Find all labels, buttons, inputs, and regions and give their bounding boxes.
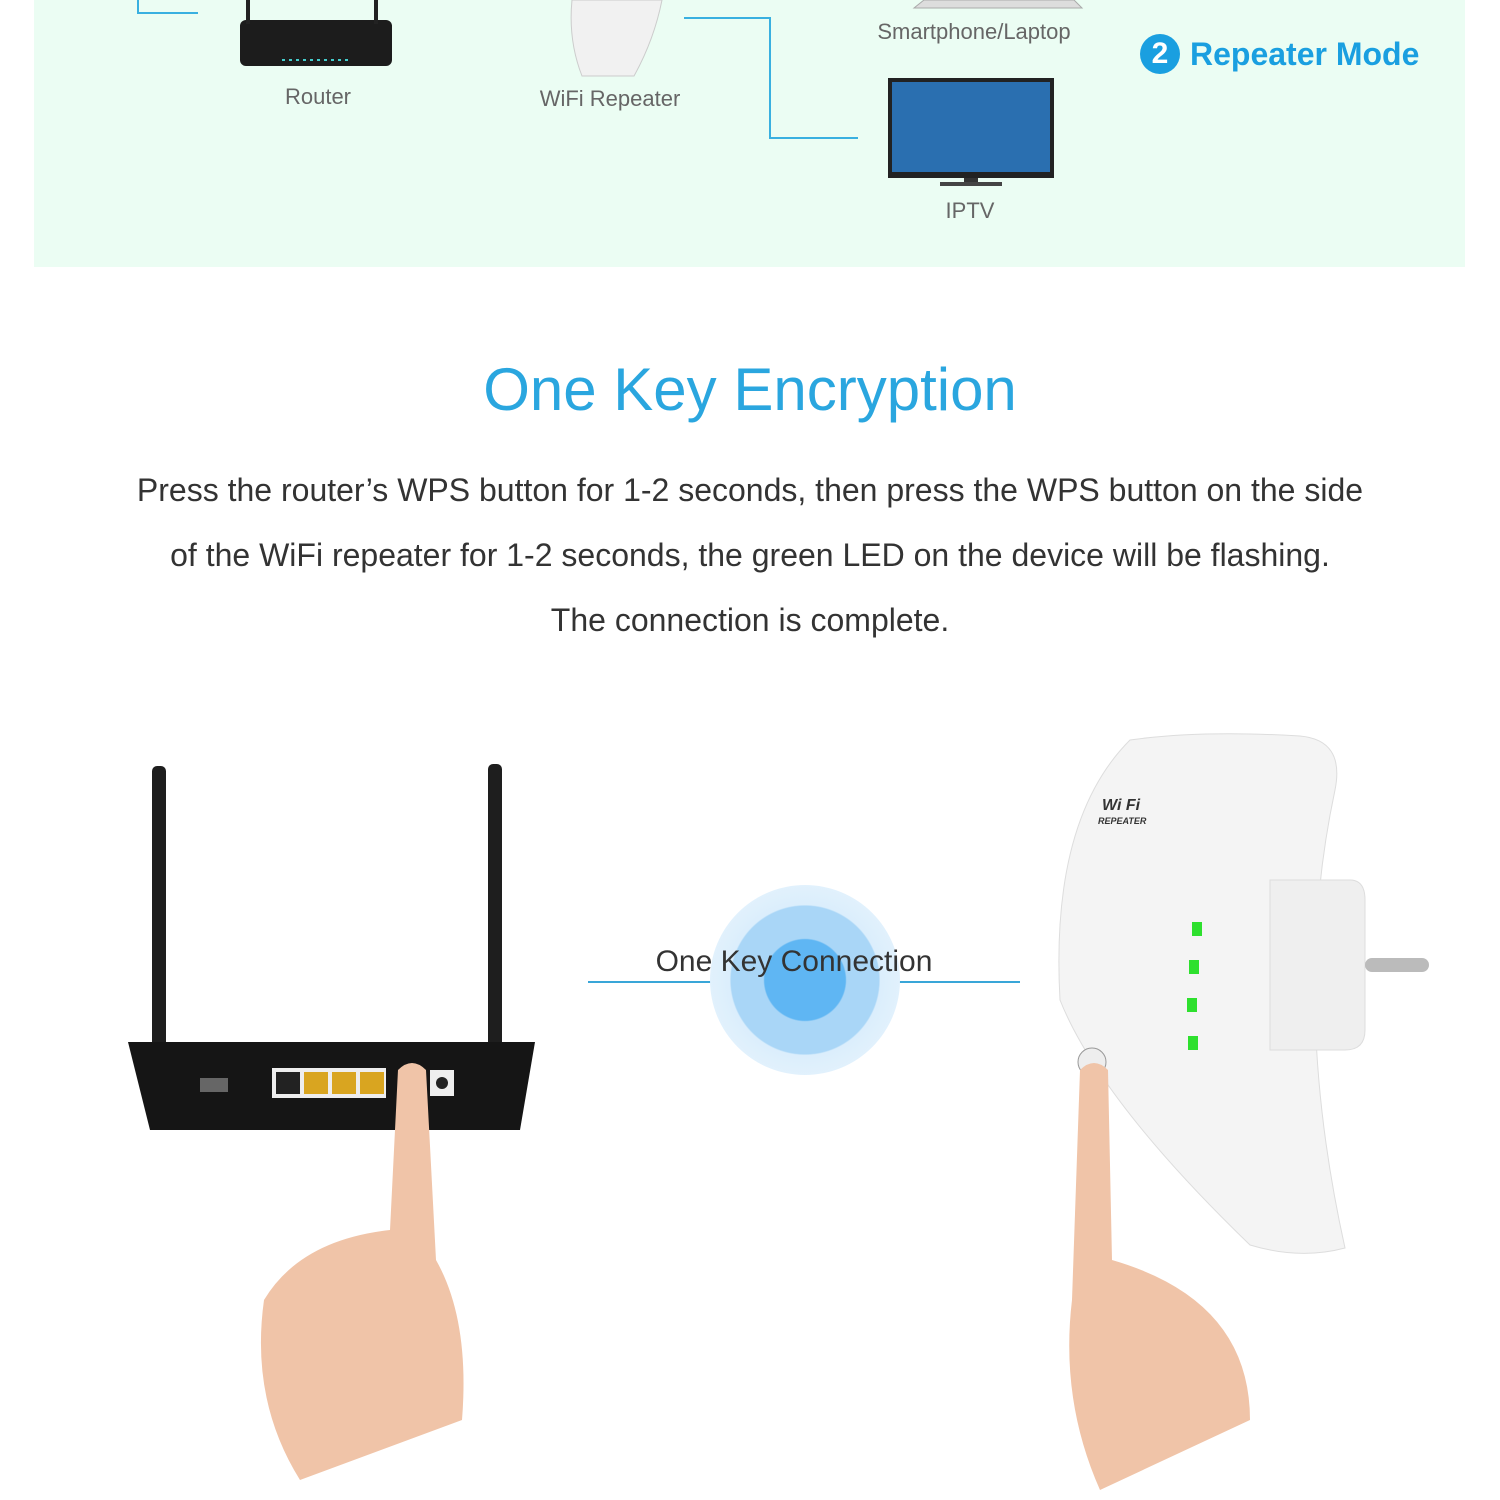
repeater-mode-heading: 2 Repeater Mode: [1140, 34, 1419, 74]
wps-illustration: Wi Fi REPEATER: [128, 733, 1429, 1490]
router-label: Router: [284, 84, 352, 109]
wifi-repeater-label: WiFi Repeater: [539, 86, 681, 111]
hand-right-image: [1069, 1063, 1250, 1490]
repeater-brand-logo: Wi Fi: [1102, 797, 1141, 814]
section-description: Press the router’s WPS button for 1-2 se…: [40, 458, 1460, 653]
diagram-graphics: [137, 0, 1084, 186]
hand-left-image: [260, 1063, 464, 1480]
connection-label: One Key Connection: [655, 945, 933, 978]
router-image: [128, 764, 535, 1130]
description-line: The connection is complete.: [550, 602, 950, 638]
iptv-label: IPTV: [945, 198, 995, 223]
description-line: of the WiFi repeater for 1-2 seconds, th…: [170, 537, 1330, 573]
router-icon: [240, 0, 392, 66]
section-title: One Key Encryption: [483, 356, 1017, 423]
description-line: Press the router’s WPS button for 1-2 se…: [136, 472, 1364, 508]
repeater-mode-diagram-panel: Router WiFi Repeater Smartphone/Laptop I…: [34, 0, 1465, 267]
mode-label: Repeater Mode: [1190, 35, 1420, 72]
iptv-icon: [888, 78, 1054, 186]
wifi-repeater-icon: [570, 0, 663, 77]
repeater-image: Wi Fi REPEATER: [1058, 733, 1429, 1254]
connection-signal-icon: [710, 885, 900, 1075]
laptop-icon: [912, 0, 1084, 9]
smartphone-laptop-label: Smartphone/Laptop: [877, 19, 1071, 44]
connector-line: [684, 17, 858, 139]
led-indicators: [1187, 922, 1202, 1050]
mode-number-badge: 2: [1140, 34, 1180, 74]
connector-line: [137, 0, 198, 14]
svg-text:REPEATER: REPEATER: [1098, 816, 1147, 826]
